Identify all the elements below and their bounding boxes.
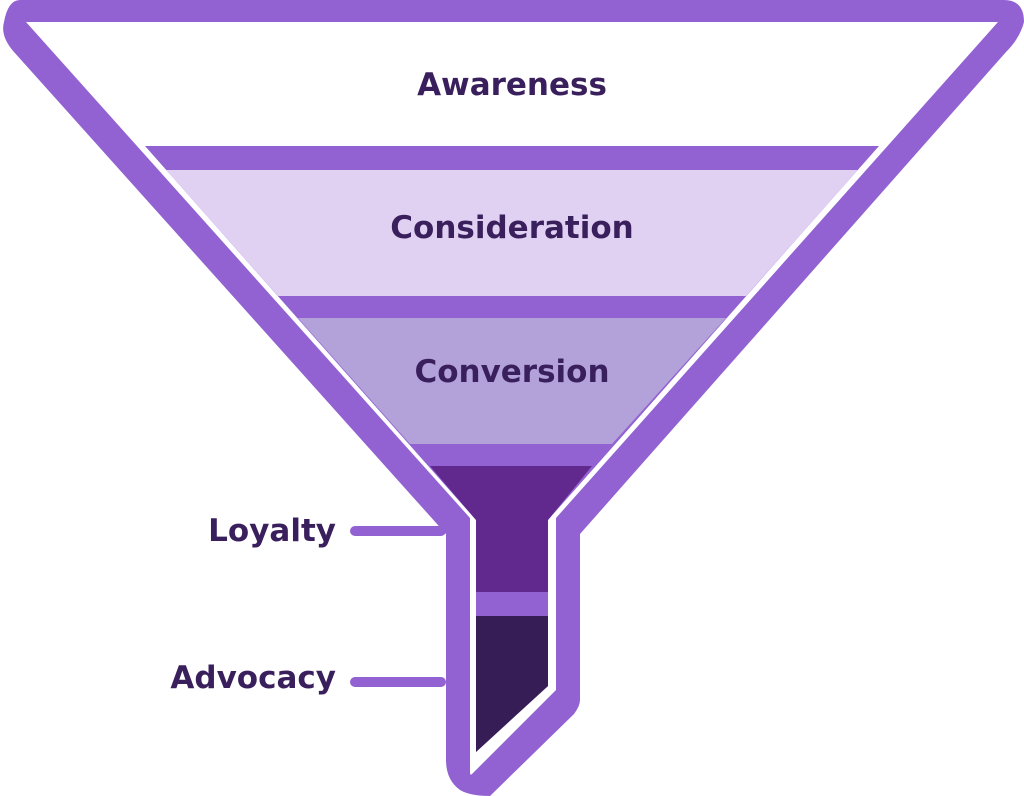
stage-label-loyalty: Loyalty xyxy=(208,513,336,549)
stage-band-conversion xyxy=(298,318,726,444)
stage-band-advocacy xyxy=(476,616,548,752)
stage-label-consideration: Consideration xyxy=(390,210,633,246)
stage-band-loyalty xyxy=(430,466,592,592)
advocacy-connector xyxy=(350,677,446,687)
stage-label-conversion: Conversion xyxy=(414,354,609,390)
stage-label-advocacy: Advocacy xyxy=(170,660,336,696)
stage-band-consideration xyxy=(166,170,858,296)
loyalty-connector xyxy=(350,526,446,536)
funnel-inner-liner xyxy=(145,146,879,752)
stage-label-awareness: Awareness xyxy=(417,67,607,103)
